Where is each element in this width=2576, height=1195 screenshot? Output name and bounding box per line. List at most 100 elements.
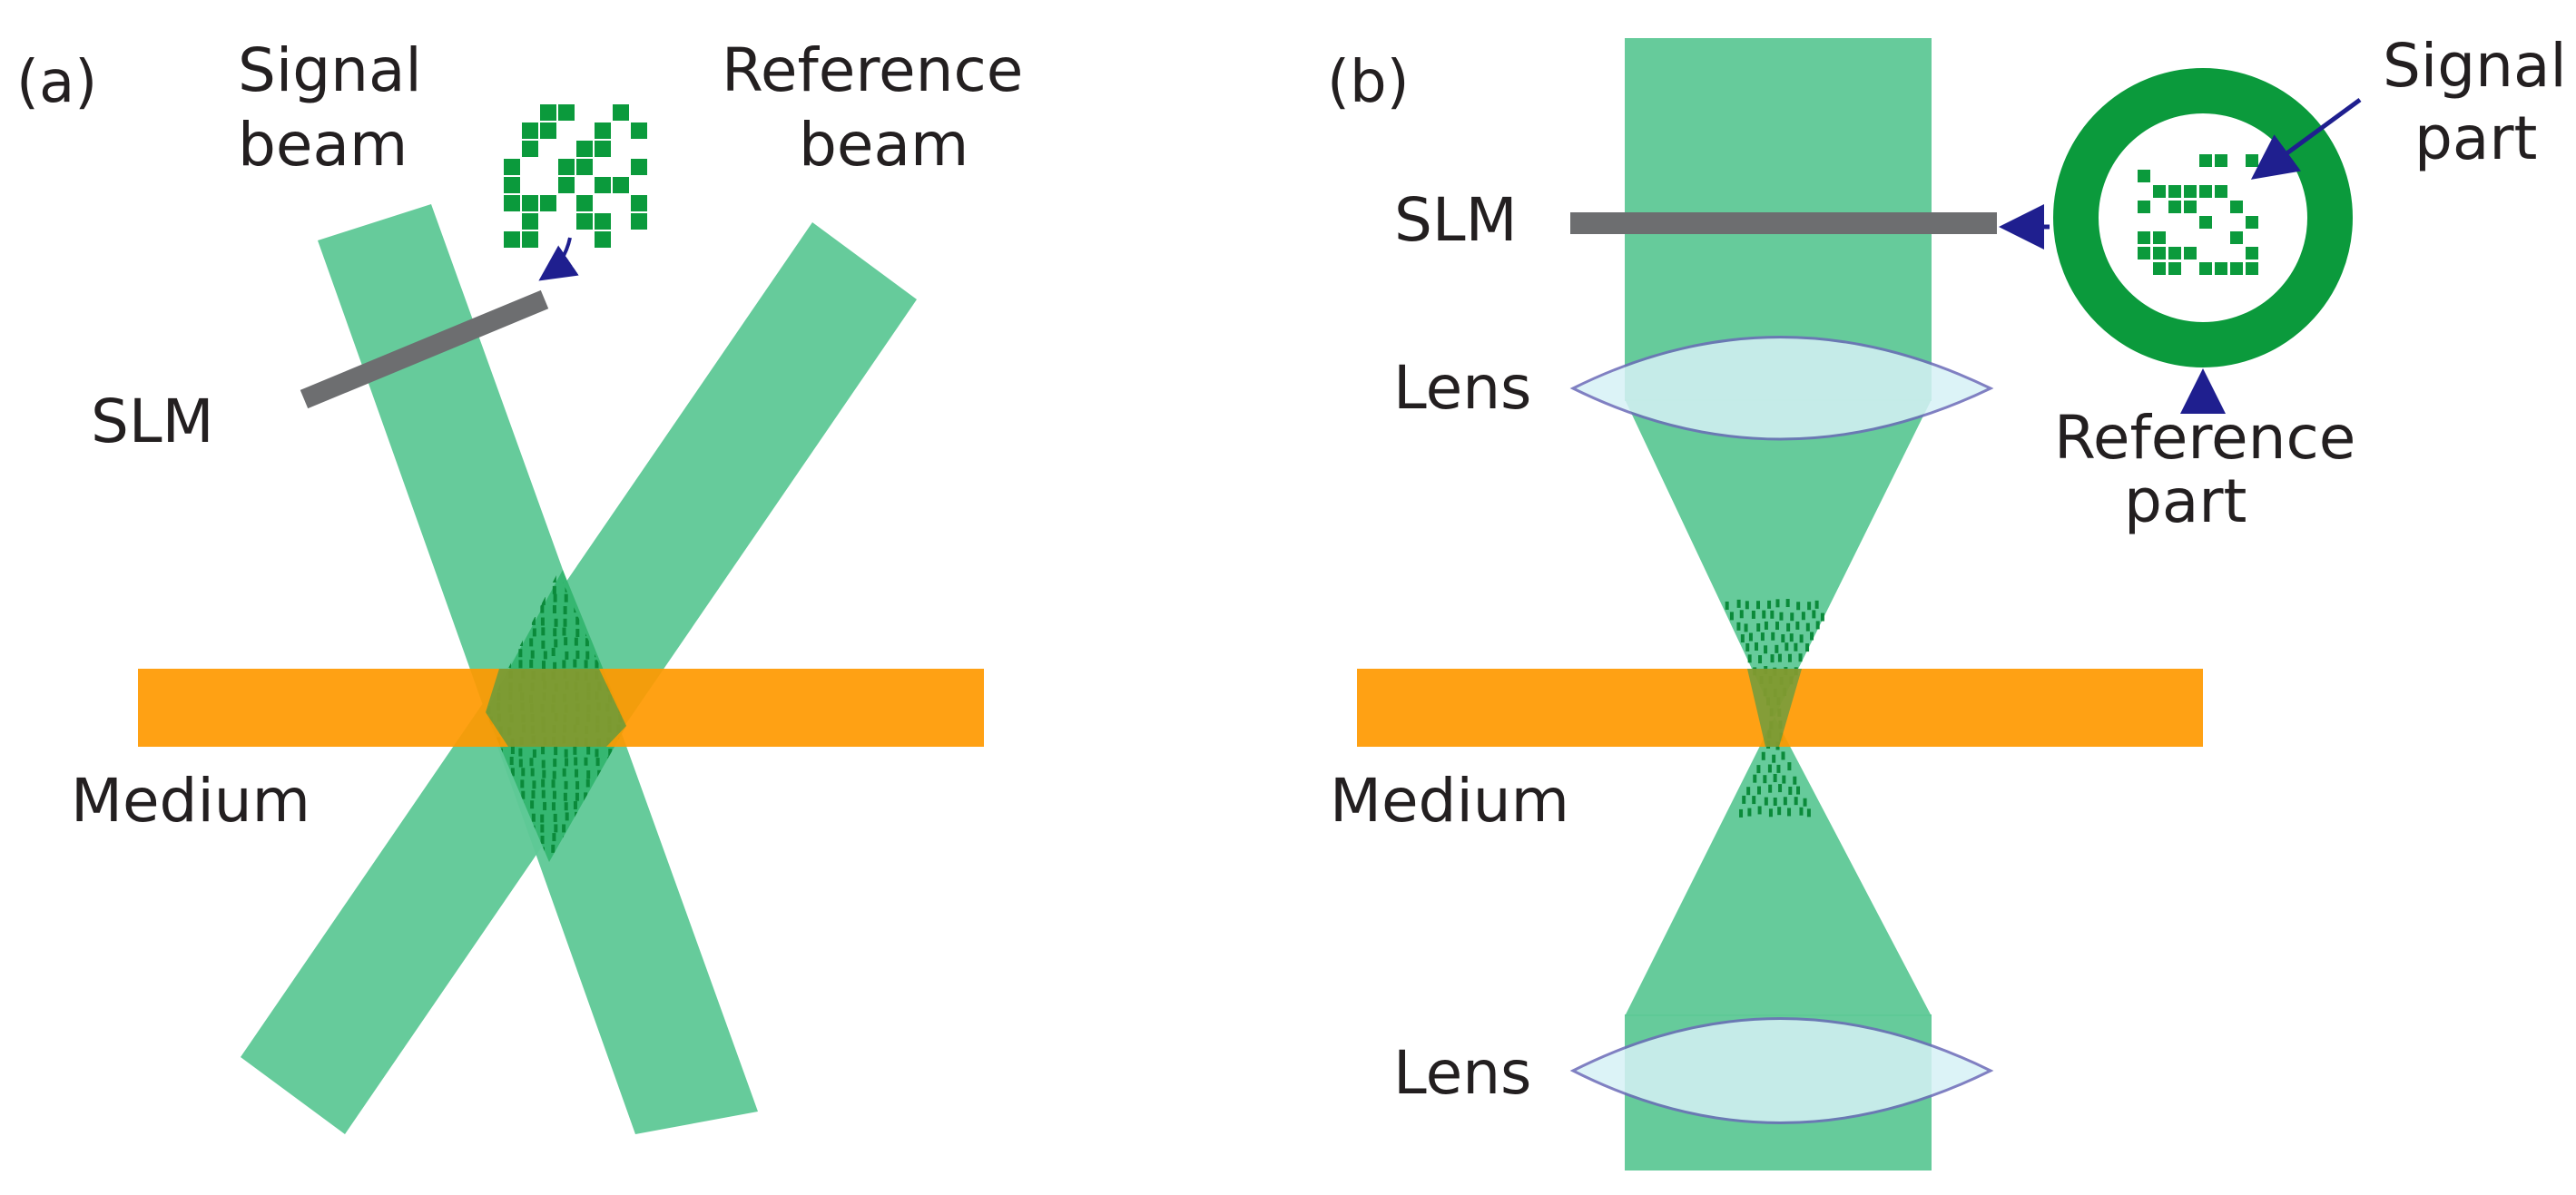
slm-device bbox=[1570, 212, 1997, 234]
hologram-dash bbox=[532, 780, 536, 789]
hologram-dash bbox=[1742, 795, 1746, 804]
hologram-dash bbox=[553, 759, 557, 768]
hologram-dash bbox=[1795, 621, 1800, 630]
hologram-dash bbox=[541, 640, 546, 649]
hologram-dash bbox=[541, 759, 546, 769]
pattern-pixel bbox=[576, 141, 593, 157]
hologram-dash bbox=[1801, 612, 1805, 621]
pattern-pixel bbox=[595, 231, 611, 248]
pattern-pixel bbox=[2215, 185, 2227, 198]
hologram-dash bbox=[1773, 797, 1777, 806]
pattern-pixel bbox=[540, 195, 556, 211]
hologram-dash bbox=[541, 746, 546, 755]
hologram-dash bbox=[1744, 623, 1748, 632]
pattern-pixel bbox=[2184, 201, 2197, 213]
pattern-pixel bbox=[540, 122, 556, 139]
pattern-pixel bbox=[2153, 247, 2166, 260]
hologram-dash bbox=[541, 789, 546, 798]
focus-on-medium bbox=[1747, 669, 1802, 747]
hologram-dash bbox=[1771, 632, 1775, 641]
hologram-dash bbox=[1787, 653, 1792, 662]
hologram-dash bbox=[530, 650, 535, 659]
pattern-pixel bbox=[2199, 262, 2212, 275]
hologram-dash bbox=[554, 618, 558, 627]
hologram-dash bbox=[1748, 632, 1753, 642]
pattern-pixel bbox=[2184, 247, 2197, 260]
pattern-pixel bbox=[595, 141, 611, 157]
pattern-pixel bbox=[2246, 216, 2258, 229]
pattern-pixel bbox=[2230, 201, 2243, 213]
hologram-dash bbox=[1736, 622, 1741, 631]
hologram-dash bbox=[1757, 806, 1762, 815]
pattern-pixel bbox=[2184, 185, 2197, 198]
hologram-dash bbox=[1776, 764, 1781, 773]
hologram-dash bbox=[1781, 634, 1785, 643]
hologram-dash bbox=[574, 757, 578, 766]
pattern-pixel bbox=[540, 104, 556, 121]
hologram-dash bbox=[1785, 599, 1790, 608]
hologram-dash bbox=[553, 628, 557, 637]
hologram-dash bbox=[595, 758, 600, 767]
hologram-dash bbox=[564, 802, 568, 811]
hologram-dash bbox=[530, 800, 535, 809]
pattern-background bbox=[498, 99, 654, 255]
hologram-dash bbox=[1783, 797, 1787, 806]
slm-label: SLM bbox=[1394, 185, 1518, 255]
hologram-dash bbox=[1761, 751, 1765, 760]
hologram-dash bbox=[1756, 623, 1761, 632]
hologram-dash bbox=[540, 617, 545, 626]
pattern-pixel bbox=[2199, 216, 2212, 229]
hologram-dash bbox=[563, 618, 567, 627]
hologram-dash bbox=[553, 813, 557, 822]
pattern-pixel bbox=[2138, 201, 2150, 213]
hologram-dash bbox=[1768, 784, 1773, 793]
pattern-pixel bbox=[504, 231, 520, 248]
pattern-pixel bbox=[2246, 262, 2258, 275]
hologram-dash bbox=[551, 648, 556, 657]
hologram-dash bbox=[1739, 808, 1744, 818]
pattern-pixel bbox=[2153, 262, 2166, 275]
hologram-dash bbox=[1775, 599, 1780, 608]
hologram-dash bbox=[565, 758, 569, 767]
hologram-dash bbox=[1781, 751, 1785, 760]
hologram-dash bbox=[585, 638, 589, 647]
pattern-pixel bbox=[2246, 154, 2258, 167]
hologram-dash bbox=[551, 779, 556, 789]
hologram-dash bbox=[1789, 633, 1794, 642]
hologram-dash bbox=[551, 844, 556, 853]
pattern-pixel bbox=[595, 213, 611, 230]
pattern-pixel bbox=[631, 159, 647, 175]
hologram-dash bbox=[1764, 797, 1768, 806]
hologram-dash bbox=[1803, 798, 1807, 807]
hologram-dash bbox=[1805, 622, 1810, 632]
hologram-dash bbox=[529, 660, 534, 669]
hologram-dash bbox=[564, 749, 568, 758]
hologram-dash bbox=[1785, 642, 1789, 651]
hologram-dash bbox=[541, 627, 546, 636]
hologram-dash bbox=[1779, 612, 1784, 621]
hologram-dash bbox=[529, 638, 534, 647]
hologram-dash bbox=[575, 651, 580, 660]
pattern-pixel bbox=[504, 195, 520, 211]
pattern-pixel bbox=[2199, 154, 2212, 167]
signal-part-label-line2: part bbox=[2414, 103, 2537, 173]
pattern-pixel bbox=[595, 177, 611, 193]
hologram-dash bbox=[584, 757, 588, 766]
hologram-dash bbox=[531, 790, 536, 799]
hologram-dash bbox=[1762, 610, 1766, 619]
hologram-dash bbox=[573, 659, 577, 668]
hologram-dash bbox=[529, 758, 534, 767]
hologram-dash bbox=[552, 833, 556, 842]
hologram-dash bbox=[554, 824, 558, 833]
hologram-dash bbox=[552, 770, 556, 779]
hologram-dash bbox=[1736, 599, 1741, 608]
hologram-dash bbox=[520, 779, 525, 789]
signal-part-label-line1: Signal bbox=[2383, 31, 2567, 101]
pattern-pixel bbox=[522, 231, 538, 248]
pattern-pixel bbox=[2168, 247, 2181, 260]
hologram-dash bbox=[630, 746, 634, 754]
hologram-dash bbox=[1812, 610, 1816, 619]
hologram-dash bbox=[1756, 786, 1761, 795]
medium-label: Medium bbox=[71, 766, 310, 836]
hologram-dash bbox=[564, 780, 568, 789]
